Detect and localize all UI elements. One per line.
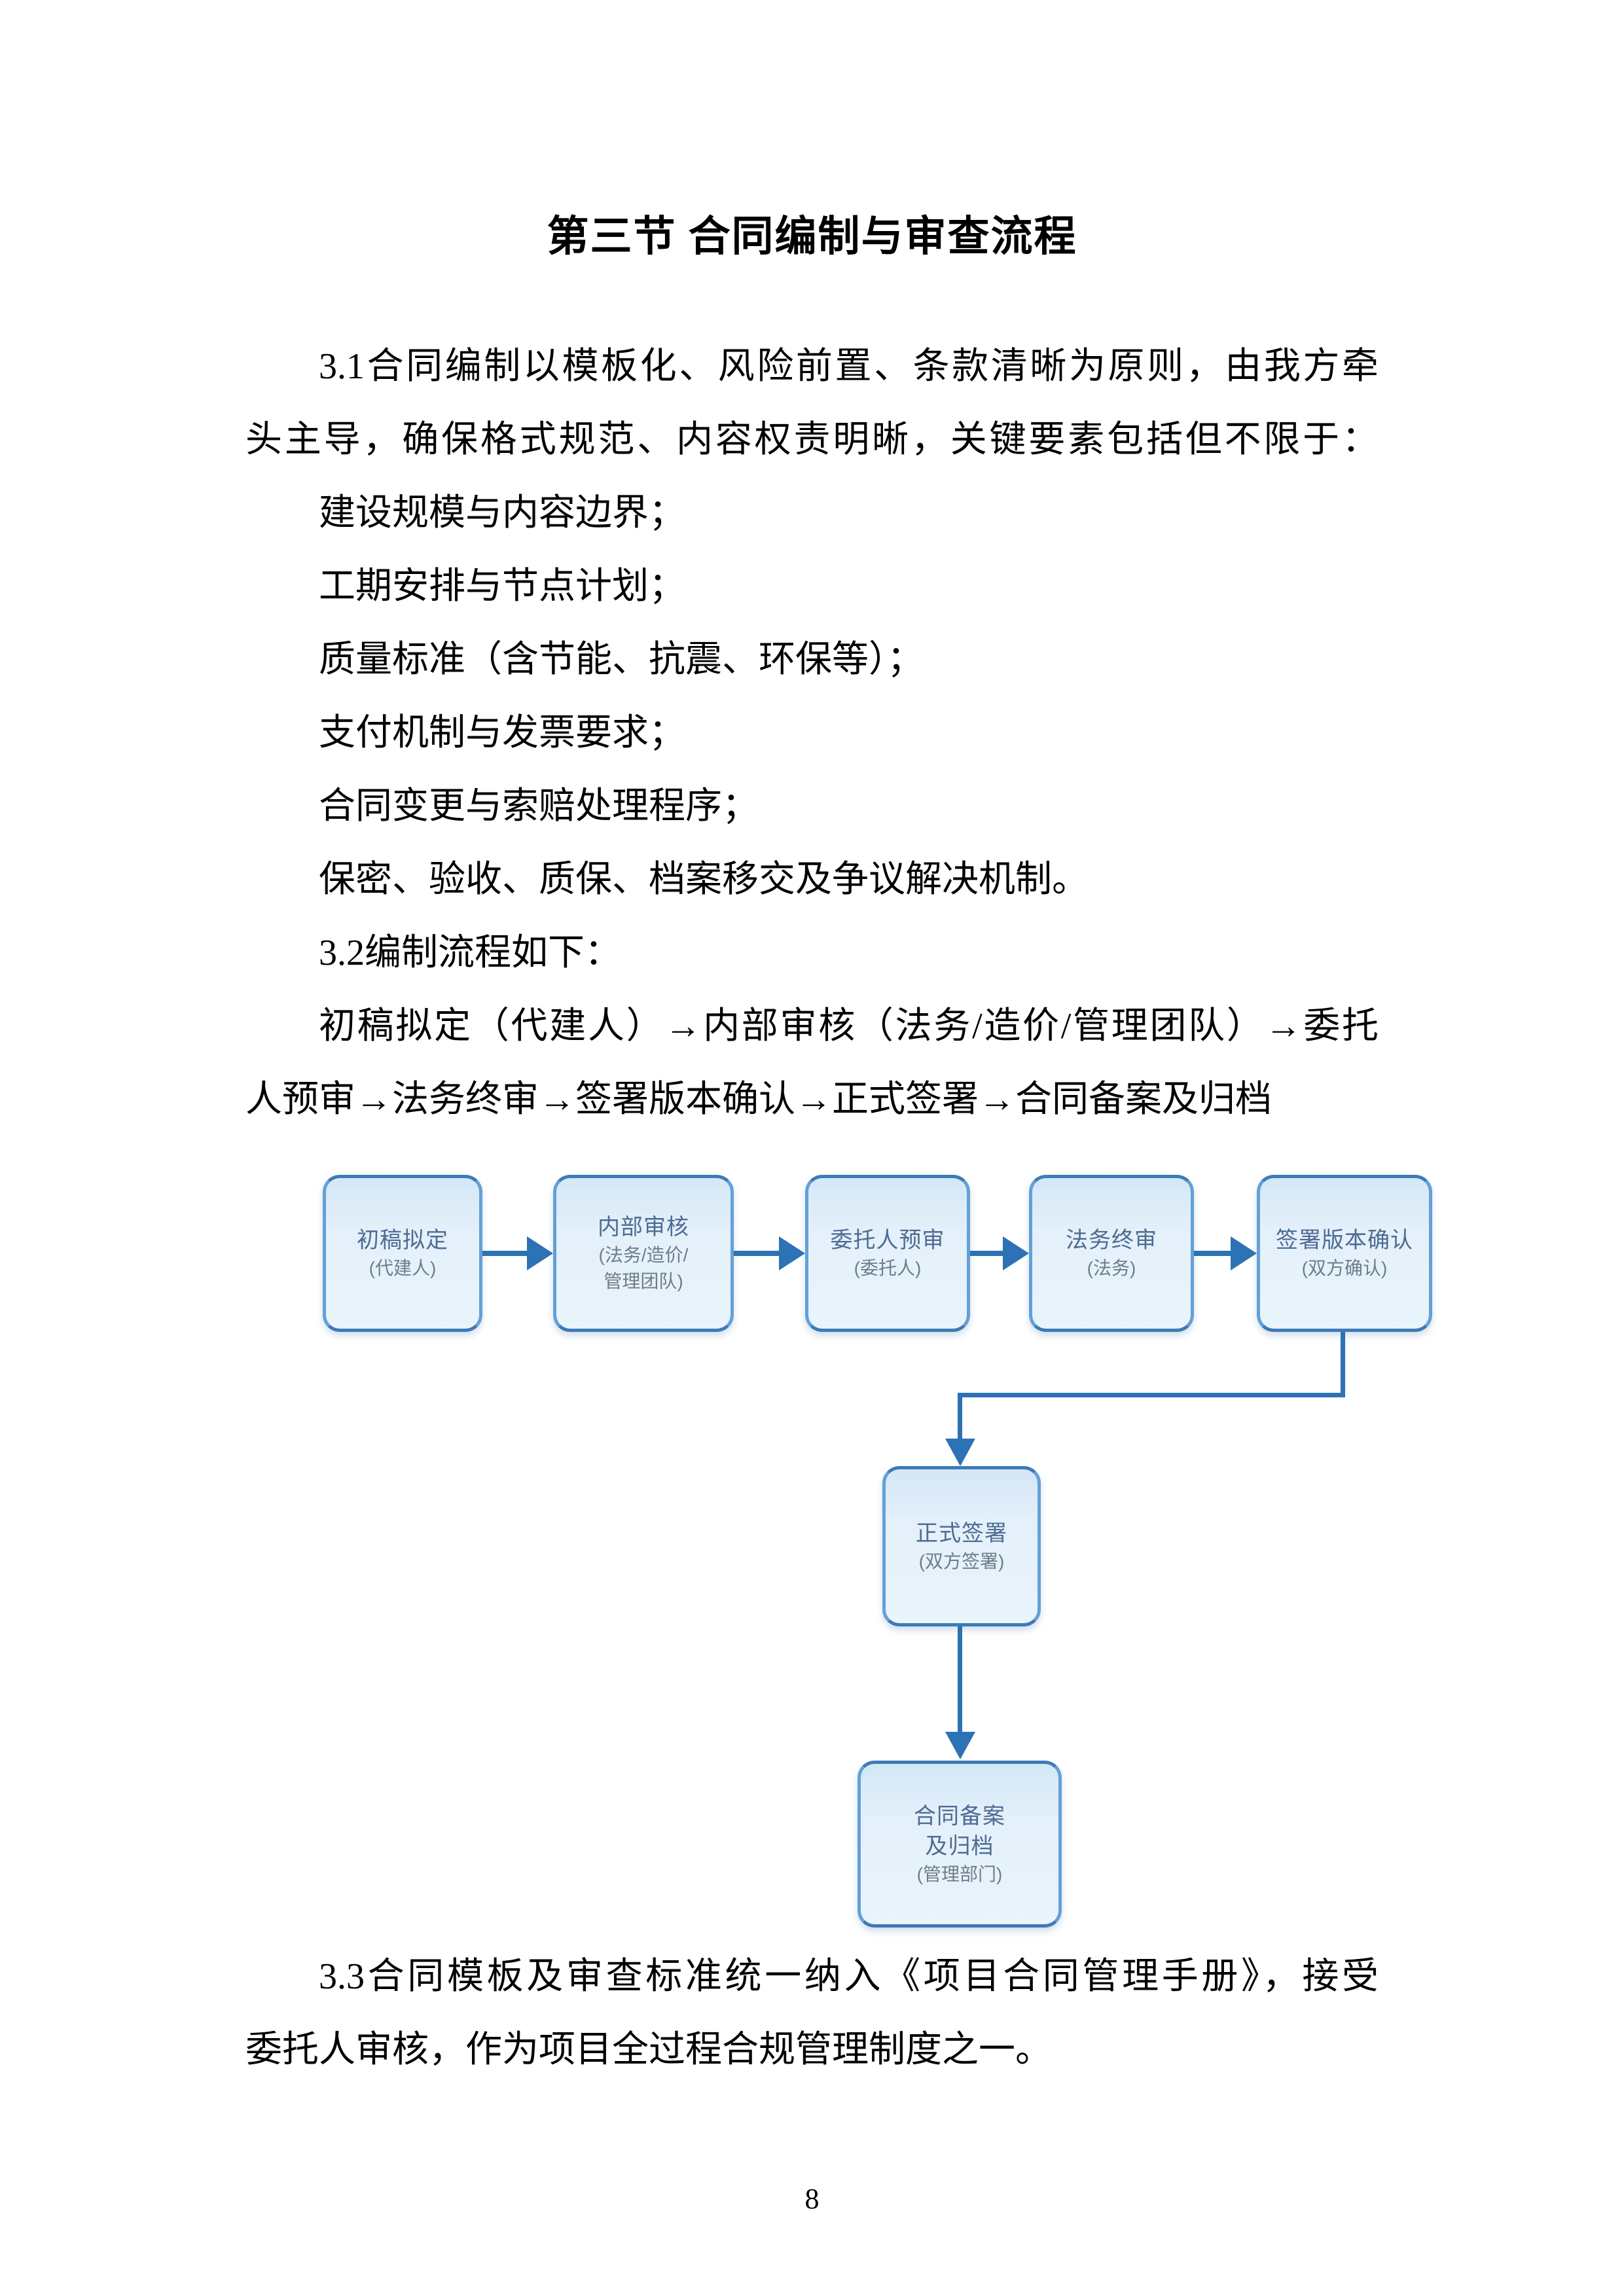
body-line: 3.3合同模板及审查标准统一纳入《项目合同管理手册》，接受 (319, 1956, 1379, 1997)
page-number: 8 (804, 2183, 820, 2215)
flow-connector-line (958, 1393, 962, 1441)
body-line: 3.2编制流程如下： (319, 933, 621, 973)
flow-arrow-down-icon (945, 1732, 975, 1759)
flow-arrow-line (734, 1251, 782, 1256)
flow-node-label: 委托人预审 (830, 1228, 945, 1253)
flow-arrow-line (482, 1251, 530, 1256)
flow-arrow-down-icon (945, 1439, 975, 1466)
flow-node-sublabel: (双方签署) (918, 1551, 1005, 1571)
flow-node-label: 合同备案 (914, 1803, 1005, 1829)
flow-node-draft: 初稿拟定 (代建人) (323, 1175, 482, 1332)
flow-node-label: 内部审核 (598, 1215, 689, 1240)
flow-node-sublabel: (代建人) (369, 1258, 437, 1278)
flow-node-sublabel: (法务) (1087, 1258, 1136, 1278)
flow-node-label: 正式签署 (916, 1520, 1007, 1546)
flow-connector-line (1341, 1332, 1345, 1397)
body-line: 保密、验收、质保、档案移交及争议解决机制。 (319, 859, 1089, 900)
body-line: 头主导，确保格式规范、内容权责明晰，关键要素包括但不限于： (245, 420, 1379, 460)
flow-arrow-line (1194, 1251, 1233, 1256)
flow-node-formal-signing: 正式签署 (双方签署) (882, 1466, 1041, 1626)
body-line: 工期安排与节点计划； (319, 566, 685, 607)
section-title: 第三节 合同编制与审查流程 (547, 213, 1077, 260)
flow-arrow-right-icon (779, 1236, 805, 1270)
body-line: 委托人审核，作为项目全过程合规管理制度之一。 (245, 2030, 1052, 2070)
flow-arrow-right-icon (1003, 1236, 1029, 1270)
closing-text: 3.3合同模板及审查标准统一纳入《项目合同管理手册》，接受 委托人审核，作为项目… (245, 1940, 1379, 2087)
flow-connector-line (958, 1626, 962, 1734)
body-text: 3.1合同编制以模板化、风险前置、条款清晰为原则，由我方牵 头主导，确保格式规范… (245, 330, 1379, 1136)
body-line: 人预审→法务终审→签署版本确认→正式签署→合同备案及归档 (245, 1079, 1272, 1120)
flow-node-label: 签署版本确认 (1276, 1228, 1413, 1253)
body-line: 支付机制与发票要求； (319, 713, 685, 753)
flow-node-filing-archive: 合同备案 及归档 (管理部门) (857, 1761, 1062, 1928)
flow-node-internal-review: 内部审核 (法务/造价/ 管理团队) (553, 1175, 734, 1332)
flow-connector-line (958, 1393, 1345, 1397)
body-line: 建设规模与内容边界； (319, 493, 685, 533)
flow-node-sublabel: (委托人) (854, 1258, 922, 1278)
body-line: 3.1合同编制以模板化、风险前置、条款清晰为原则，由我方牵 (319, 346, 1379, 387)
body-line: 合同变更与索赔处理程序； (319, 786, 759, 827)
flow-node-sublabel: (双方确认) (1301, 1258, 1388, 1278)
flow-node-label: 及归档 (925, 1833, 994, 1859)
body-line: 初稿拟定（代建人）→内部审核（法务/造价/管理团队）→委托 (319, 1006, 1379, 1047)
flow-node-sublabel: (法务/造价/ (598, 1245, 689, 1265)
flow-node-client-preview: 委托人预审 (委托人) (805, 1175, 970, 1332)
flow-node-label: 初稿拟定 (357, 1228, 448, 1253)
flow-arrow-right-icon (527, 1236, 553, 1270)
flow-node-sublabel: (管理部门) (916, 1863, 1003, 1884)
flow-arrow-right-icon (1231, 1236, 1257, 1270)
flow-node-legal-final: 法务终审 (法务) (1029, 1175, 1194, 1332)
flow-node-label: 法务终审 (1066, 1228, 1157, 1253)
body-line: 质量标准（含节能、抗震、环保等）； (319, 639, 924, 680)
flow-arrow-line (970, 1251, 1005, 1256)
flow-node-version-confirm: 签署版本确认 (双方确认) (1257, 1175, 1432, 1332)
flow-node-sublabel: 管理团队) (604, 1271, 683, 1291)
